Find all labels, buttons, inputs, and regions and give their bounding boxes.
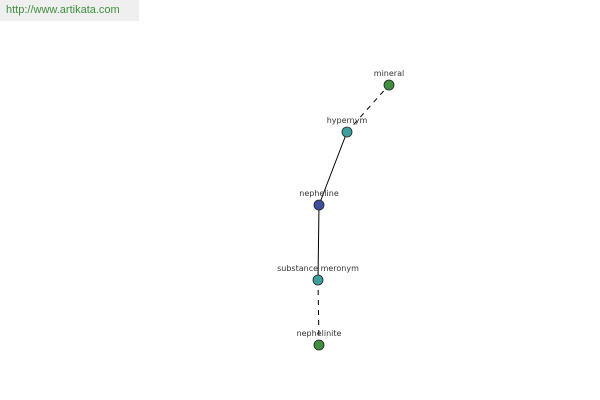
edge-nepheline-to-substance-meronym bbox=[317, 204, 320, 281]
node-label-mineral: mineral bbox=[374, 69, 404, 78]
nodes-layer: mineral hypernym nepheline substance merony… bbox=[277, 69, 404, 351]
node-substance-meronym[interactable]: substance meronym bbox=[277, 264, 359, 286]
node-mineral[interactable]: mineral bbox=[374, 69, 404, 91]
node-marker-nepheline[interactable] bbox=[313, 199, 325, 211]
edge-nepheline-to-hypernym bbox=[318, 131, 348, 206]
node-nepheline[interactable]: nepheline bbox=[299, 189, 339, 211]
node-hypernym[interactable]: hypernym bbox=[327, 116, 368, 138]
node-label-nepheline: nepheline bbox=[299, 189, 339, 198]
edge-hypernym-to-mineral bbox=[346, 84, 390, 133]
node-marker-nephelinite[interactable] bbox=[313, 339, 325, 351]
edge-substance-meronym-to-nephelinite bbox=[317, 279, 320, 346]
node-nephelinite[interactable]: nephelinite bbox=[297, 329, 342, 351]
node-label-substance-meronym: substance meronym bbox=[277, 264, 359, 273]
node-marker-mineral[interactable] bbox=[383, 79, 395, 91]
site-url-banner[interactable]: http://www.artikata.com bbox=[0, 0, 139, 21]
node-marker-hypernym[interactable] bbox=[341, 126, 353, 138]
node-label-hypernym: hypernym bbox=[327, 116, 368, 125]
edges-layer bbox=[317, 84, 390, 346]
node-marker-substance-meronym[interactable] bbox=[312, 274, 324, 286]
node-label-nephelinite: nephelinite bbox=[297, 329, 342, 338]
